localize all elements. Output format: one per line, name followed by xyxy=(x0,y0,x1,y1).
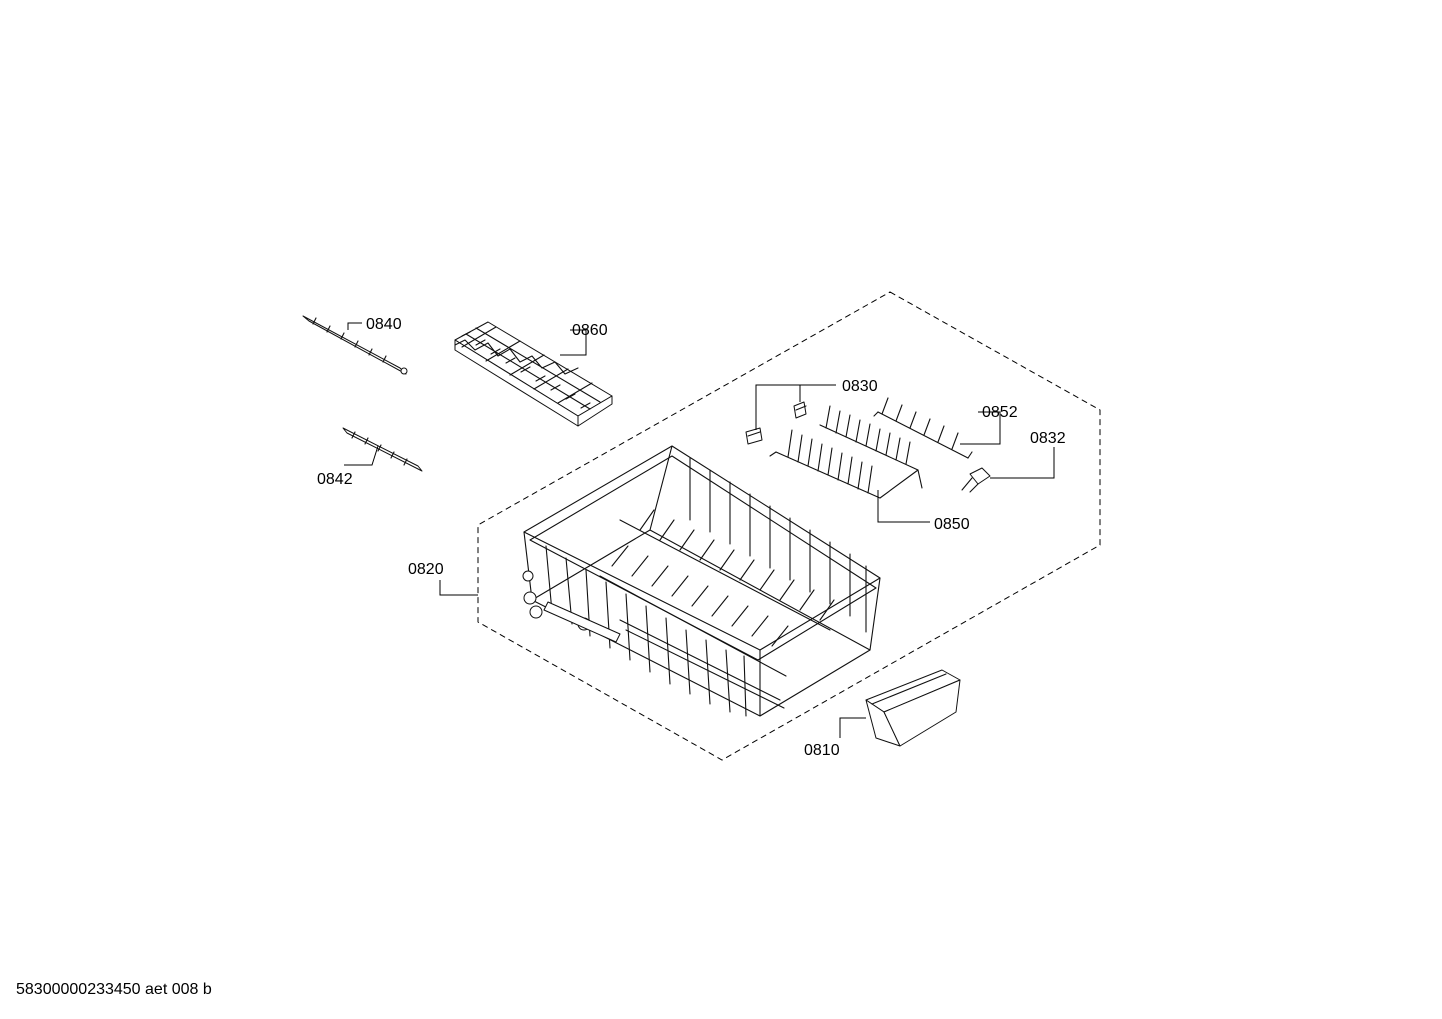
label-0852: 0852 xyxy=(982,404,1018,421)
leader-0830 xyxy=(755,384,836,430)
label-0820: 0820 xyxy=(408,561,444,578)
label-0850: 0850 xyxy=(934,516,970,533)
leader-0810 xyxy=(839,717,866,738)
part-0840-comb-strip xyxy=(302,315,408,375)
part-0810-tray xyxy=(865,669,961,747)
label-0842: 0842 xyxy=(317,471,353,488)
label-0832: 0832 xyxy=(1030,430,1066,447)
part-0850-tine-rack xyxy=(769,405,923,499)
part-0832-latch xyxy=(961,467,991,493)
leader-0852 xyxy=(960,411,1001,445)
leader-0832 xyxy=(990,447,1055,479)
leader-lines xyxy=(344,322,1055,738)
leader-0850 xyxy=(877,490,930,523)
leader-0840 xyxy=(347,322,362,330)
label-0860: 0860 xyxy=(572,322,608,339)
part-0842-comb-strip xyxy=(342,427,423,472)
leader-0860 xyxy=(560,329,587,356)
part-labels: 0840 0860 0842 0830 0852 0832 0850 0820 … xyxy=(317,316,1066,759)
label-0840: 0840 xyxy=(366,316,402,333)
label-0830: 0830 xyxy=(842,378,878,395)
part-0852-tine-row xyxy=(873,397,973,459)
part-0860-cutlery-insert xyxy=(454,321,613,427)
drawing-id: 58300000233450 aet 008 b xyxy=(16,981,212,998)
leader-0842 xyxy=(344,445,379,466)
part-0830-clips xyxy=(745,401,807,445)
part-0820-basket xyxy=(522,445,881,717)
label-0810: 0810 xyxy=(804,742,840,759)
leader-0820 xyxy=(439,580,478,596)
assembly-boundary xyxy=(477,291,1101,761)
